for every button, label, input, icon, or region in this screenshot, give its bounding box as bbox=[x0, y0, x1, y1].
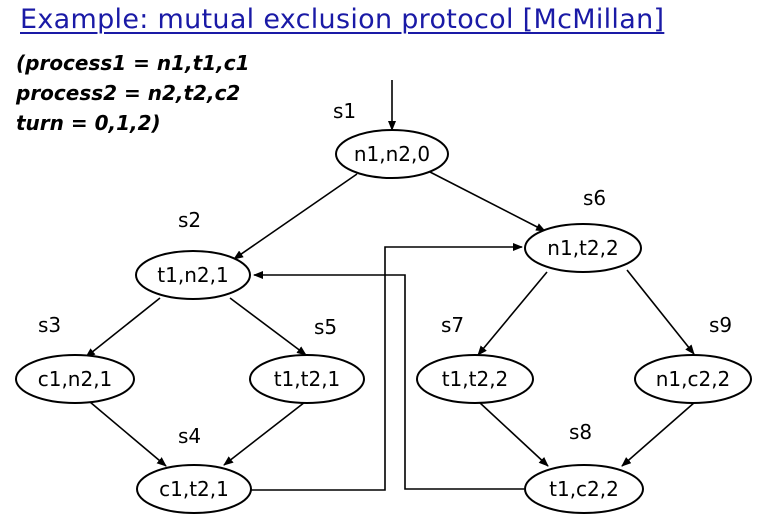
edge-s4-s6 bbox=[251, 243, 523, 491]
variable-legend: (process1 = n1,t1,c1 process2 = n2,t2,c2… bbox=[16, 48, 250, 138]
slide-title: Example: mutual exclusion protocol [McMi… bbox=[20, 4, 665, 35]
state-s7: t1,t2,2 s7 bbox=[416, 313, 534, 404]
state-s5: t1,t2,1 s5 bbox=[249, 315, 365, 404]
state-value-s1: n1,n2,0 bbox=[354, 142, 430, 166]
state-value-s9: n1,c2,2 bbox=[656, 367, 731, 391]
edge-s1-s2 bbox=[233, 173, 358, 260]
state-value-s2: t1,n2,1 bbox=[157, 263, 228, 287]
state-node-s5 bbox=[249, 354, 365, 404]
state-label-s3: s3 bbox=[38, 313, 61, 337]
state-label-s4: s4 bbox=[178, 424, 201, 448]
edge-s2-s3 bbox=[85, 297, 161, 358]
state-node-s1 bbox=[335, 129, 449, 179]
state-label-s6: s6 bbox=[583, 186, 606, 210]
state-label-s8: s8 bbox=[569, 420, 592, 444]
edge-s9-s8 bbox=[621, 401, 696, 467]
state-node-s4 bbox=[136, 464, 252, 514]
state-node-s7 bbox=[416, 354, 534, 404]
state-value-s5: t1,t2,1 bbox=[274, 367, 341, 391]
state-label-s9: s9 bbox=[709, 313, 732, 337]
state-s9: n1,c2,2 s9 bbox=[634, 313, 752, 404]
transitions bbox=[85, 171, 696, 491]
edge-s5-s4 bbox=[223, 401, 306, 466]
state-value-s8: t1,c2,2 bbox=[549, 477, 619, 501]
edge-s8-s2 bbox=[253, 271, 524, 490]
state-s6: n1,t2,2 s6 bbox=[524, 186, 642, 273]
state-value-s4: c1,t2,1 bbox=[159, 477, 229, 501]
edge-s6-s7 bbox=[477, 271, 548, 356]
legend-line-process2: process2 = n2,t2,c2 bbox=[16, 81, 241, 105]
state-node-s2 bbox=[135, 250, 251, 300]
state-s1: n1,n2,0 s1 bbox=[333, 99, 449, 179]
edge-s3-s4 bbox=[89, 401, 167, 467]
edge-s1-s6 bbox=[429, 171, 546, 232]
state-s3: c1,n2,1 s3 bbox=[15, 313, 135, 404]
state-label-s2: s2 bbox=[178, 208, 201, 232]
legend-line-turn: turn = 0,1,2) bbox=[16, 111, 161, 135]
state-s8: t1,c2,2 s8 bbox=[524, 420, 644, 514]
state-value-s6: n1,t2,2 bbox=[547, 236, 618, 260]
state-s2: t1,n2,1 s2 bbox=[135, 208, 251, 300]
state-node-s8 bbox=[524, 464, 644, 514]
edge-s6-s9 bbox=[626, 269, 695, 355]
edge-s7-s8 bbox=[478, 401, 549, 467]
state-value-s3: c1,n2,1 bbox=[38, 367, 113, 391]
state-label-s7: s7 bbox=[441, 313, 464, 337]
state-node-s3 bbox=[15, 354, 135, 404]
state-s4: c1,t2,1 s4 bbox=[136, 424, 252, 514]
legend-line-process1: (process1 = n1,t1,c1 bbox=[16, 51, 250, 75]
state-value-s7: t1,t2,2 bbox=[442, 367, 509, 391]
state-node-s9 bbox=[634, 354, 752, 404]
state-label-s1: s1 bbox=[333, 99, 356, 123]
state-node-s6 bbox=[524, 223, 642, 273]
edge-s2-s5 bbox=[229, 297, 307, 356]
state-label-s5: s5 bbox=[314, 315, 337, 339]
